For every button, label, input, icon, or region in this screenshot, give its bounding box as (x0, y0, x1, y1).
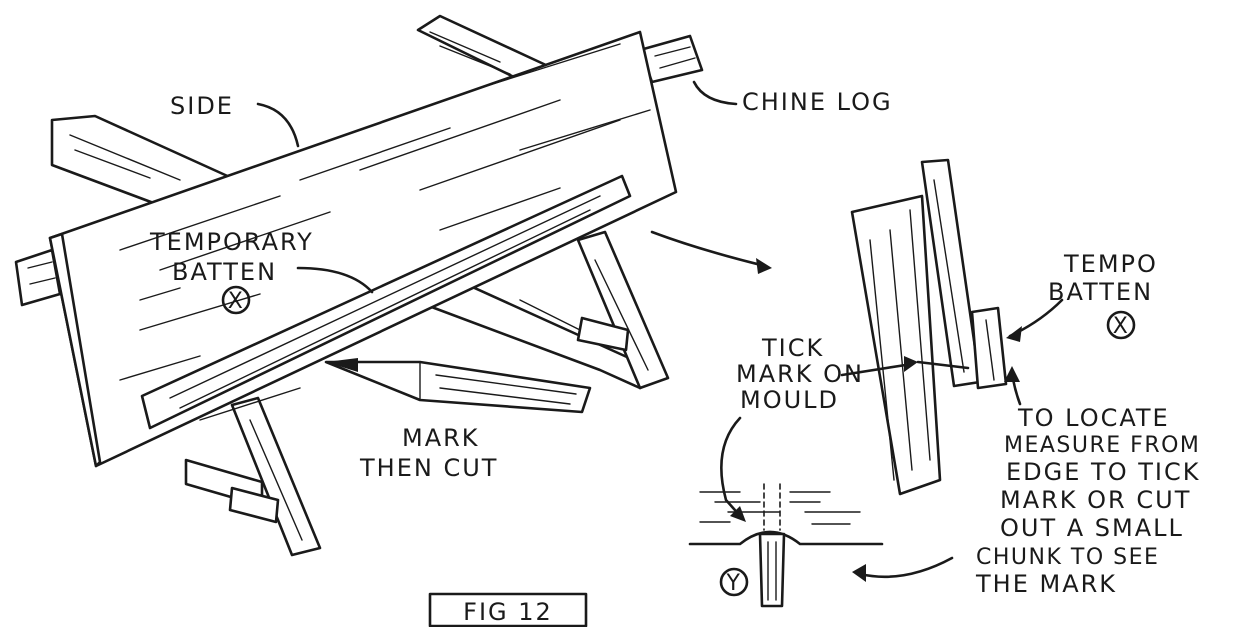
temporary-batten (140, 174, 632, 430)
marker-y-circle: Y (719, 567, 749, 597)
tick-mark-line2: MARK ON (736, 360, 864, 388)
locate-line7: THE MARK (975, 570, 1117, 598)
mark-then-cut-line2: THEN CUT (359, 454, 498, 482)
tick-mark-leader (840, 362, 914, 377)
pencil (324, 358, 592, 414)
marker-x2-label: X (1113, 314, 1130, 339)
locate-line1: TO LOCATE (1017, 404, 1170, 432)
tick-notch-leader (720, 416, 744, 520)
temporary-batten-line2: BATTEN (172, 258, 277, 286)
left-assembly: X (14, 14, 738, 557)
left-leg (184, 396, 322, 557)
locate-line5: OUT A SMALL (1000, 514, 1184, 542)
mould-notch-detail (688, 483, 884, 608)
marker-x-circle: X (221, 285, 251, 315)
marker-x-label: X (228, 289, 245, 314)
right-leg (576, 230, 670, 390)
tempo-batten-line1: TEMPO (1063, 250, 1158, 278)
side-leader (256, 102, 300, 148)
locate-line3: EDGE TO TICK (1006, 458, 1200, 486)
detail-arrow (650, 230, 772, 274)
figure-caption-box: FIG 12 (428, 592, 588, 627)
side-label: SIDE (170, 92, 234, 120)
locate-line4: MARK OR CUT (1000, 486, 1191, 514)
side-panel (48, 30, 678, 468)
temporary-batten-leader (296, 266, 374, 294)
chine-log-leader (692, 80, 738, 106)
locate-line6: CHUNK TO SEE (976, 545, 1159, 570)
chine-log-label: CHINE LOG (742, 88, 893, 116)
tick-mark-line1: TICK (761, 334, 824, 362)
locate-line2: MEASURE FROM (1004, 433, 1200, 458)
tick-mark-line3: MOULD (740, 386, 839, 414)
marker-y-label: Y (726, 571, 742, 596)
chine-log-stub (638, 34, 704, 84)
marker-x2-circle: X (1106, 310, 1136, 340)
mark-then-cut-line1: MARK (402, 424, 480, 452)
cross-section-detail (850, 158, 1008, 496)
chine-log-left-stub (14, 248, 62, 307)
tempo-batten-line2: BATTEN (1048, 278, 1153, 306)
see-mark-arrow (858, 556, 954, 579)
figure-caption: FIG 12 (463, 598, 553, 626)
temporary-batten-line1: TEMPORARY (149, 228, 314, 256)
